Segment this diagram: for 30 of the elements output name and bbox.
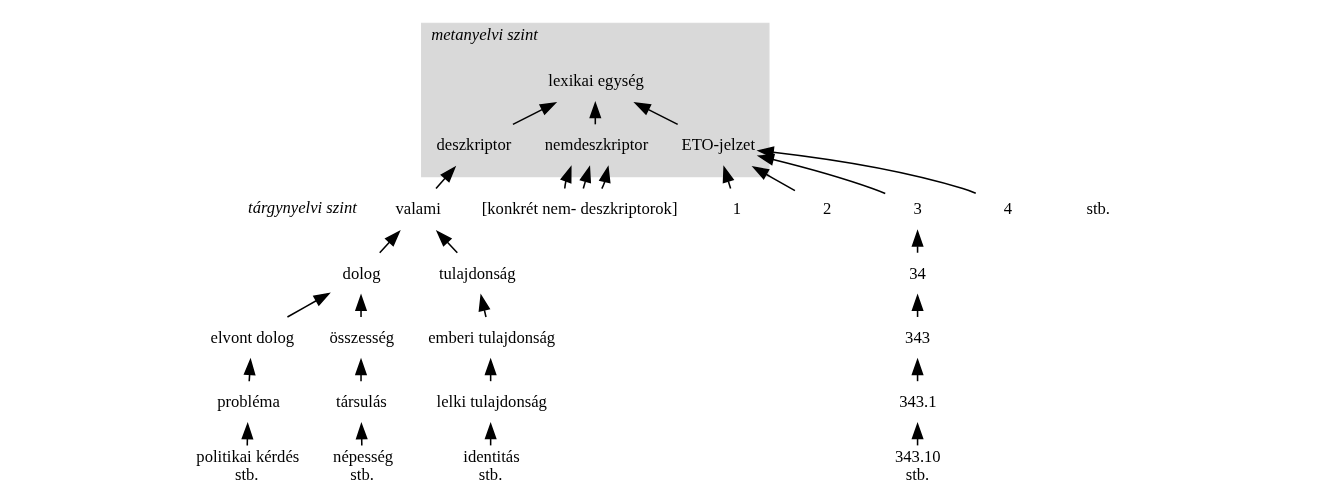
node-text: 343.10 xyxy=(894,446,941,466)
node-text: probléma xyxy=(216,391,280,411)
node-text: politikai kérdés xyxy=(195,446,299,466)
node-text: deszkriptor xyxy=(436,134,511,154)
node-text: 2 xyxy=(822,198,831,218)
node-text: 343 xyxy=(904,327,930,347)
node-text: emberi tulajdonság xyxy=(427,327,555,347)
node-text: valami xyxy=(395,198,441,218)
node-label: stb. xyxy=(234,464,259,484)
node-label: stb. xyxy=(905,464,929,484)
node-text: identitás xyxy=(462,446,520,466)
node-text: 1 xyxy=(732,198,741,218)
node-text: 4 xyxy=(1003,198,1012,218)
node-text: 3 xyxy=(912,198,922,218)
label: stb. xyxy=(1085,198,1110,218)
node-text: népesség xyxy=(332,446,393,466)
node-text: tulajdonság xyxy=(438,263,516,283)
node-text: nemdeszkriptor xyxy=(544,134,648,154)
node-text: elvont dolog xyxy=(210,327,294,347)
node-text: társulás xyxy=(335,391,387,411)
node-text: lelki tulajdonság xyxy=(436,391,547,411)
node-text: 34 xyxy=(908,263,926,283)
node-text: [konkrét nem- deszkriptorok] xyxy=(481,198,677,218)
node-label: stb. xyxy=(478,464,502,484)
node-text: összesség xyxy=(329,327,394,347)
node-text: 343.1 xyxy=(898,391,937,411)
node-text: dolog xyxy=(342,263,380,283)
node-text: ETO-jelzet xyxy=(681,134,755,154)
node-text: lexikai egység xyxy=(547,70,644,90)
label: tárgynyelvi szint xyxy=(247,197,357,217)
